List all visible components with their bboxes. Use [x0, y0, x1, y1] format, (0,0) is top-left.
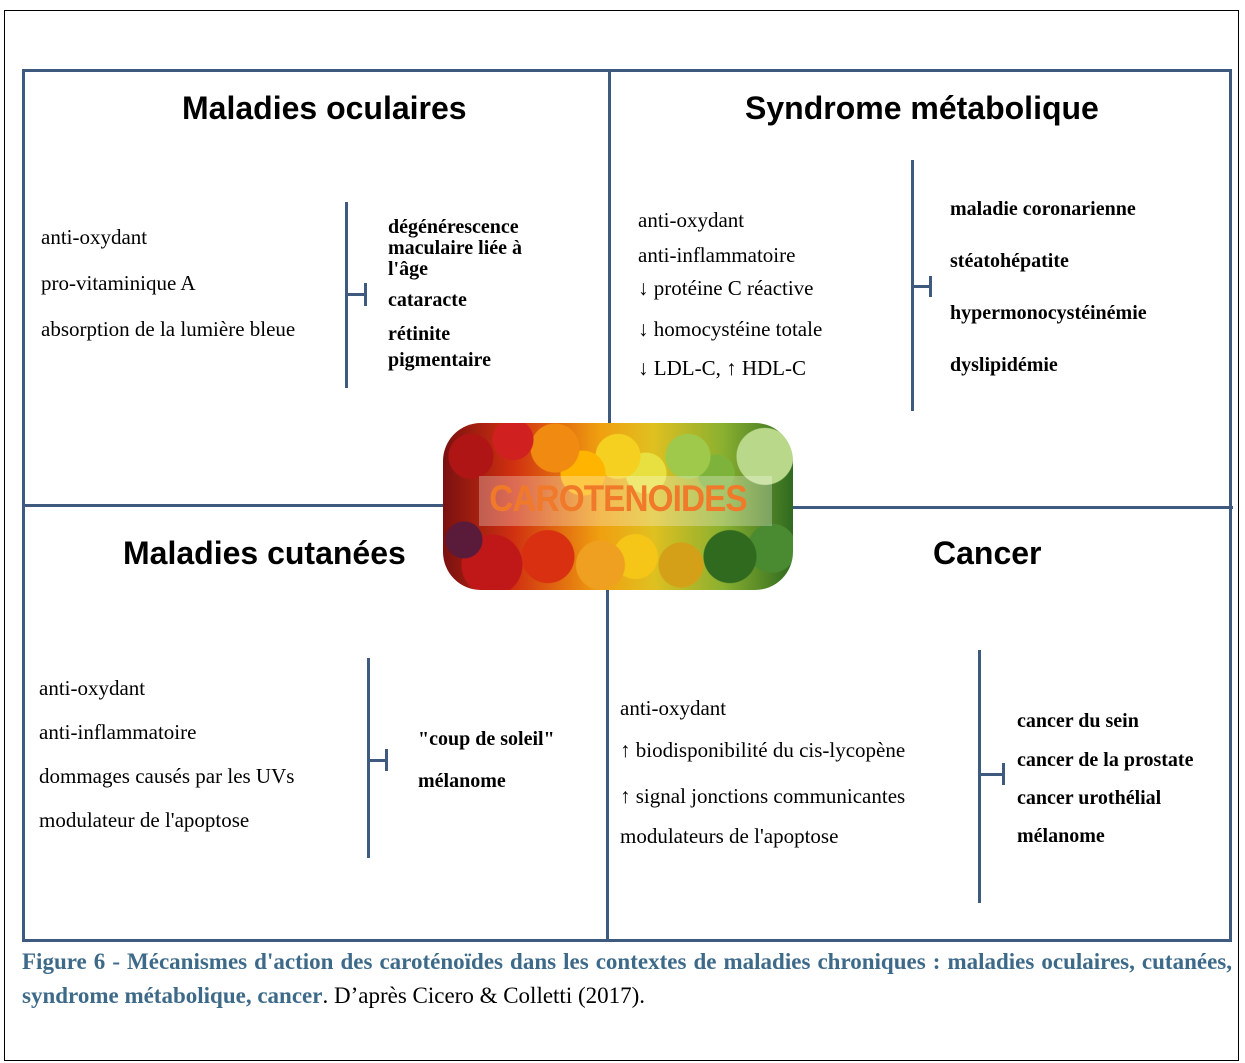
skin-diseases: "coup de soleil" mélanome — [418, 725, 555, 795]
metabolic-mechanisms: anti-oxydant anti-inflammatoire ↓ protéi… — [638, 205, 822, 383]
metabolic-inhibition-tee — [929, 276, 932, 297]
ocular-inhibition-tee — [364, 283, 367, 306]
mechanism-item: anti-oxydant — [39, 676, 146, 700]
metabolic-diseases: maladie coronarienne stéatohépatite hype… — [950, 196, 1147, 378]
skin-inhibition-bar — [367, 658, 370, 858]
horizontal-divider-right — [793, 506, 1233, 509]
metabolic-inhibition-stem — [913, 285, 932, 288]
center-label: CAROTENOIDES — [489, 478, 747, 519]
disease-item: l'âge — [388, 258, 428, 280]
mechanism-item: anti-inflammatoire — [39, 720, 197, 744]
horizontal-divider-left — [25, 504, 445, 507]
cancer-inhibition-tee — [1002, 763, 1005, 785]
ocular-inhibition-stem — [347, 293, 367, 296]
disease-item: "coup de soleil" — [418, 728, 555, 750]
ocular-title: Maladies oculaires — [182, 90, 467, 126]
mechanism-item: ↑ signal jonctions communicantes — [620, 784, 906, 808]
mechanism-item: modulateurs de l'apoptose — [620, 824, 839, 848]
mechanism-item: ↓ protéine C réactive — [638, 276, 814, 300]
metabolic-inhibition-bar — [911, 160, 914, 411]
metabolic-title: Syndrome métabolique — [745, 90, 1099, 126]
mechanism-item: ↓ homocystéine totale — [638, 317, 823, 341]
mechanism-item: dommages causés par les UVs — [39, 764, 295, 788]
disease-item: pigmentaire — [388, 349, 491, 371]
disease-item: maculaire liée à — [388, 237, 523, 259]
disease-item: mélanome — [418, 770, 506, 792]
disease-item: stéatohépatite — [950, 250, 1069, 272]
ocular-mechanisms: anti-oxydant pro-vitaminique A absorptio… — [41, 214, 295, 352]
cancer-diseases: cancer du sein cancer de la prostate can… — [1017, 708, 1193, 849]
disease-item: hypermonocystéinémie — [950, 302, 1147, 324]
disease-item: rétinite — [388, 323, 451, 345]
mechanism-item: ↑ biodisponibilité du cis-lycopène — [620, 738, 906, 762]
mechanism-item: pro-vitaminique A — [41, 271, 196, 295]
disease-item: cataracte — [388, 289, 467, 311]
disease-item: dyslipidémie — [950, 354, 1058, 376]
ocular-inhibition-bar — [345, 202, 348, 388]
disease-item: cancer urothélial — [1017, 787, 1162, 809]
disease-item: mélanome — [1017, 825, 1105, 847]
mechanism-item: anti-oxydant — [620, 696, 727, 720]
disease-item: cancer de la prostate — [1017, 749, 1194, 771]
mechanism-item: anti-inflammatoire — [638, 243, 796, 267]
cancer-inhibition-bar — [978, 650, 981, 903]
cancer-mechanisms: anti-oxydant ↑ biodisponibilité du cis-l… — [620, 693, 905, 851]
skin-mechanisms: anti-oxydant anti-inflammatoire dommages… — [39, 666, 294, 842]
diagram-grid — [22, 69, 1233, 942]
disease-item: maladie coronarienne — [950, 198, 1136, 220]
disease-item: dégénérescence — [388, 216, 519, 238]
caption-source: . D’après Cicero & Colletti (2017). — [322, 983, 646, 1008]
skin-inhibition-tee — [385, 749, 388, 771]
figure-caption: Figure 6 - Mécanismes d'action des carot… — [22, 945, 1232, 1013]
vertical-divider-bottom — [606, 590, 609, 942]
center-label-band — [479, 476, 772, 526]
carotenoid-foods-image: CAROTENOIDES — [443, 423, 793, 590]
page-frame — [4, 10, 1239, 1061]
disease-item: cancer du sein — [1017, 710, 1139, 732]
ocular-diseases: dégénérescence maculaire liée à l'âge ca… — [388, 216, 522, 373]
mechanism-item: ↓ LDL-C, ↑ HDL-C — [638, 356, 806, 380]
cancer-inhibition-stem — [980, 773, 1005, 776]
mechanism-item: absorption de la lumière bleue — [41, 317, 296, 341]
caption-title: Figure 6 - Mécanismes d'action des carot… — [22, 949, 1232, 1008]
skin-title: Maladies cutanées — [123, 535, 406, 571]
cancer-title: Cancer — [933, 535, 1042, 571]
vertical-divider-top — [608, 72, 611, 425]
mechanism-item: modulateur de l'apoptose — [39, 808, 250, 832]
mechanism-item: anti-oxydant — [41, 225, 148, 249]
skin-inhibition-stem — [369, 759, 388, 762]
mechanism-item: anti-oxydant — [638, 208, 745, 232]
